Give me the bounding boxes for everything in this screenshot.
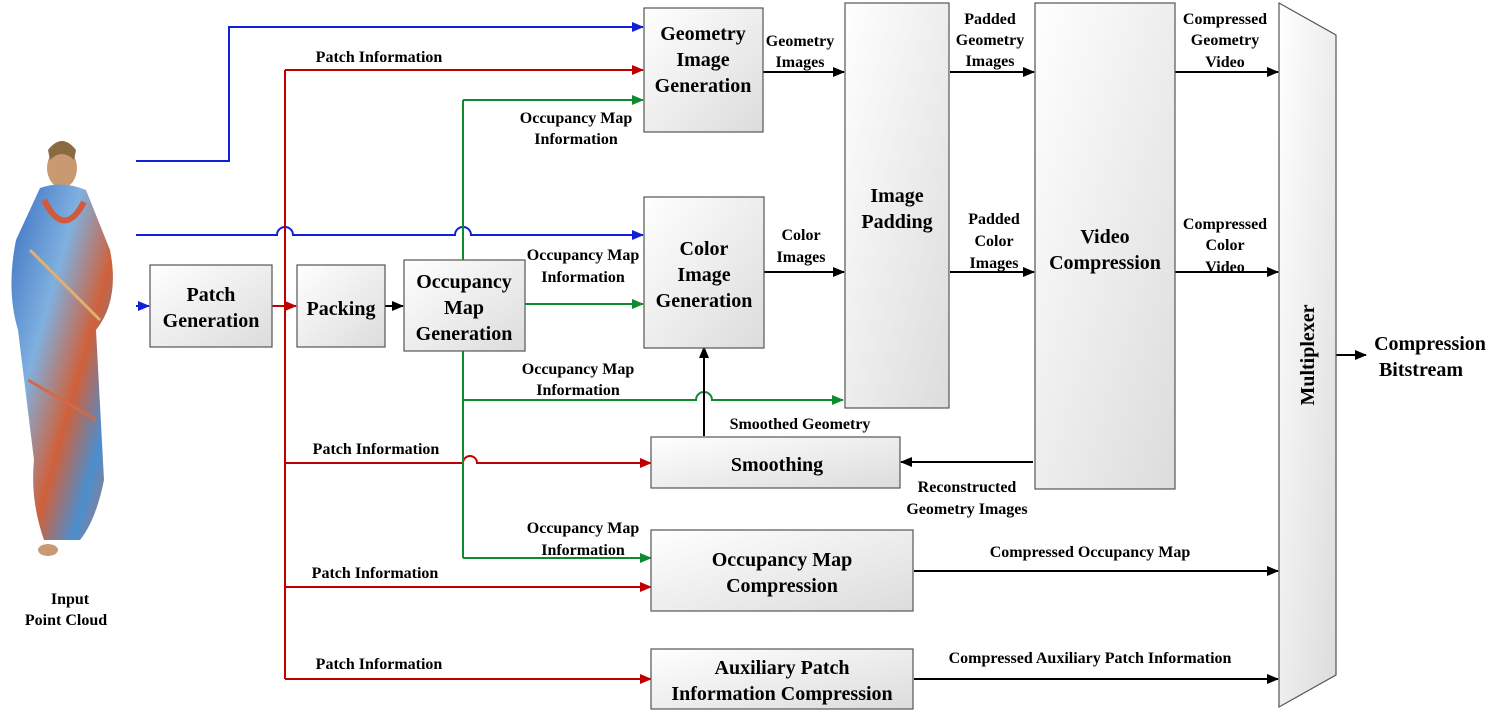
blue-arrow-to-color — [136, 226, 644, 240]
label-patch-info-4: Patch Information — [316, 656, 443, 673]
label-reconstructed-geometry-2: Geometry Images — [906, 501, 1027, 518]
svg-text:Geometry: Geometry — [660, 23, 746, 45]
block-multiplexer: Multiplexer — [1278, 1, 1337, 709]
svg-text:Compression: Compression — [1049, 252, 1161, 274]
label-padded-color-2: Color — [974, 233, 1013, 250]
block-smoothing: Smoothing — [650, 436, 901, 489]
label-patch-info-2: Patch Information — [313, 441, 440, 458]
label-compressed-geometry-2: Geometry — [1191, 32, 1259, 49]
label-color-images-1: Color — [781, 227, 820, 244]
svg-text:Multiplexer: Multiplexer — [1297, 304, 1319, 405]
block-aux-patch-compression: Auxiliary Patch Information Compression — [650, 648, 914, 710]
svg-text:Packing: Packing — [307, 298, 376, 320]
svg-text:Generation: Generation — [416, 323, 513, 345]
svg-text:Generation: Generation — [656, 290, 753, 312]
svg-text:Video: Video — [1080, 226, 1129, 248]
label-patch-info-1: Patch Information — [316, 49, 443, 66]
label-smoothed-geometry: Smoothed Geometry — [730, 416, 871, 433]
label-patch-info-3: Patch Information — [312, 565, 439, 582]
svg-text:Occupancy: Occupancy — [416, 271, 512, 293]
label-padded-geometry-3: Images — [966, 53, 1015, 70]
input-label-line1: Input — [51, 591, 90, 608]
block-color-image-generation: Color Image Generation — [643, 196, 765, 349]
label-color-images-2: Images — [777, 249, 826, 266]
label-occ-info-compression-2: Information — [541, 542, 625, 559]
svg-text:Information Compression: Information Compression — [671, 683, 892, 705]
label-occ-info-color-2: Information — [541, 269, 625, 286]
svg-text:Generation: Generation — [163, 310, 260, 332]
label-reconstructed-geometry-1: Reconstructed — [918, 479, 1017, 496]
label-compressed-geometry-3: Video — [1205, 54, 1244, 71]
label-compressed-color-3: Video — [1205, 259, 1244, 276]
svg-text:Image: Image — [677, 264, 730, 286]
label-padded-color-1: Padded — [968, 211, 1020, 228]
label-occ-info-padding-2: Information — [536, 382, 620, 399]
svg-text:Color: Color — [680, 238, 729, 260]
label-compressed-color-1: Compressed — [1183, 216, 1267, 233]
block-geometry-image-generation: Geometry Image Generation — [643, 7, 764, 133]
input-label-line2: Point Cloud — [25, 612, 107, 629]
label-geometry-images-1: Geometry — [766, 33, 834, 50]
block-occupancy-map-generation: Occupancy Map Generation — [403, 259, 526, 352]
svg-text:Smoothing: Smoothing — [731, 454, 823, 476]
svg-text:Occupancy Map: Occupancy Map — [712, 549, 853, 571]
label-occ-info-compression-1: Occupancy Map — [527, 520, 640, 537]
svg-text:Compression: Compression — [726, 575, 838, 597]
label-compressed-color-2: Color — [1205, 237, 1244, 254]
label-geometry-images-2: Images — [776, 54, 825, 71]
label-output-2: Bitstream — [1379, 359, 1463, 381]
svg-text:Generation: Generation — [655, 75, 752, 97]
label-occ-info-color-1: Occupancy Map — [527, 247, 640, 264]
label-compressed-aux: Compressed Auxiliary Patch Information — [949, 650, 1232, 667]
svg-text:Image: Image — [676, 49, 729, 71]
label-padded-geometry-1: Padded — [964, 11, 1016, 28]
label-padded-color-3: Images — [970, 255, 1019, 272]
svg-text:Patch: Patch — [187, 284, 236, 306]
label-occ-info-geometry-2: Information — [534, 131, 618, 148]
block-patch-generation: Patch Generation — [149, 264, 273, 348]
block-video-compression: Video Compression — [1034, 2, 1176, 490]
label-padded-geometry-2: Geometry — [956, 32, 1024, 49]
green-arrow-to-padding — [463, 391, 844, 405]
input-point-cloud-figure — [11, 141, 113, 556]
label-occ-info-geometry-1: Occupancy Map — [520, 110, 633, 127]
svg-text:Image: Image — [870, 185, 923, 207]
label-compressed-geometry-1: Compressed — [1183, 11, 1267, 28]
blue-arrow-to-geometry — [136, 22, 644, 162]
block-packing: Packing — [296, 264, 386, 348]
svg-text:Padding: Padding — [861, 211, 932, 233]
block-image-padding: Image Padding — [844, 2, 950, 409]
block-occupancy-map-compression: Occupancy Map Compression — [650, 529, 914, 612]
label-occ-info-padding-1: Occupancy Map — [522, 361, 635, 378]
svg-text:Map: Map — [444, 297, 484, 319]
svg-text:Auxiliary Patch: Auxiliary Patch — [715, 657, 850, 679]
label-compressed-occupancy: Compressed Occupancy Map — [990, 544, 1191, 561]
label-output-1: Compression — [1374, 333, 1486, 355]
